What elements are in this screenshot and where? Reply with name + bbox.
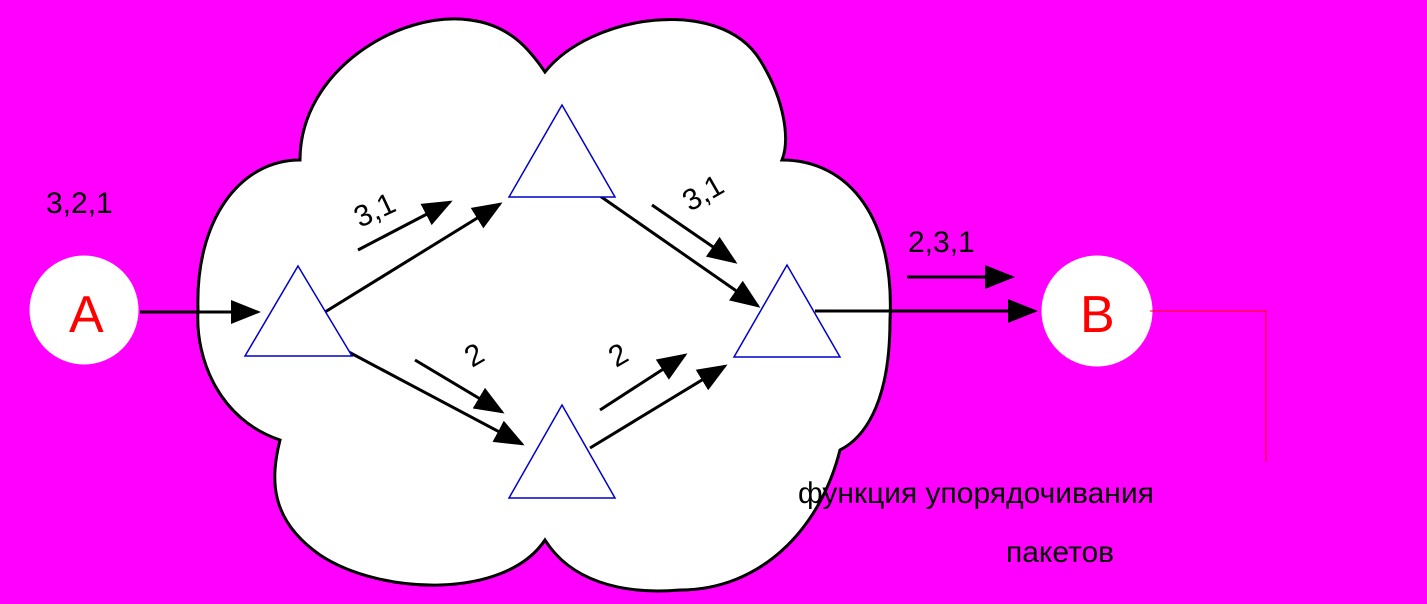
link-left-to-top — [324, 202, 503, 314]
caption-line-2: пакетов — [1006, 536, 1114, 569]
router-right — [732, 263, 842, 358]
endpoint-b: B — [1040, 254, 1154, 368]
caption-line-1: функция упорядочивания — [798, 477, 1154, 510]
flow-arrow-upper-out — [651, 203, 738, 264]
flow-arrow-lower-out — [599, 353, 688, 412]
flow-arrow-lower-in — [414, 358, 505, 414]
leader-line — [1150, 310, 1267, 462]
network-cloud — [196, 17, 892, 593]
link-top-to-right — [599, 194, 761, 308]
source-sequence-label: 3,2,1 — [46, 187, 113, 220]
link-bottom-to-right — [589, 364, 728, 450]
endpoint-a: A — [28, 254, 140, 366]
endpoint-b-letter: B — [1080, 286, 1115, 344]
router-left — [243, 264, 354, 357]
link-left-to-bottom — [344, 348, 525, 446]
router-top — [507, 103, 617, 198]
destination-sequence-label: 2,3,1 — [908, 226, 975, 259]
router-bottom — [507, 403, 617, 499]
endpoint-a-letter: A — [69, 286, 104, 344]
flow-arrow-upper-in — [357, 200, 453, 252]
